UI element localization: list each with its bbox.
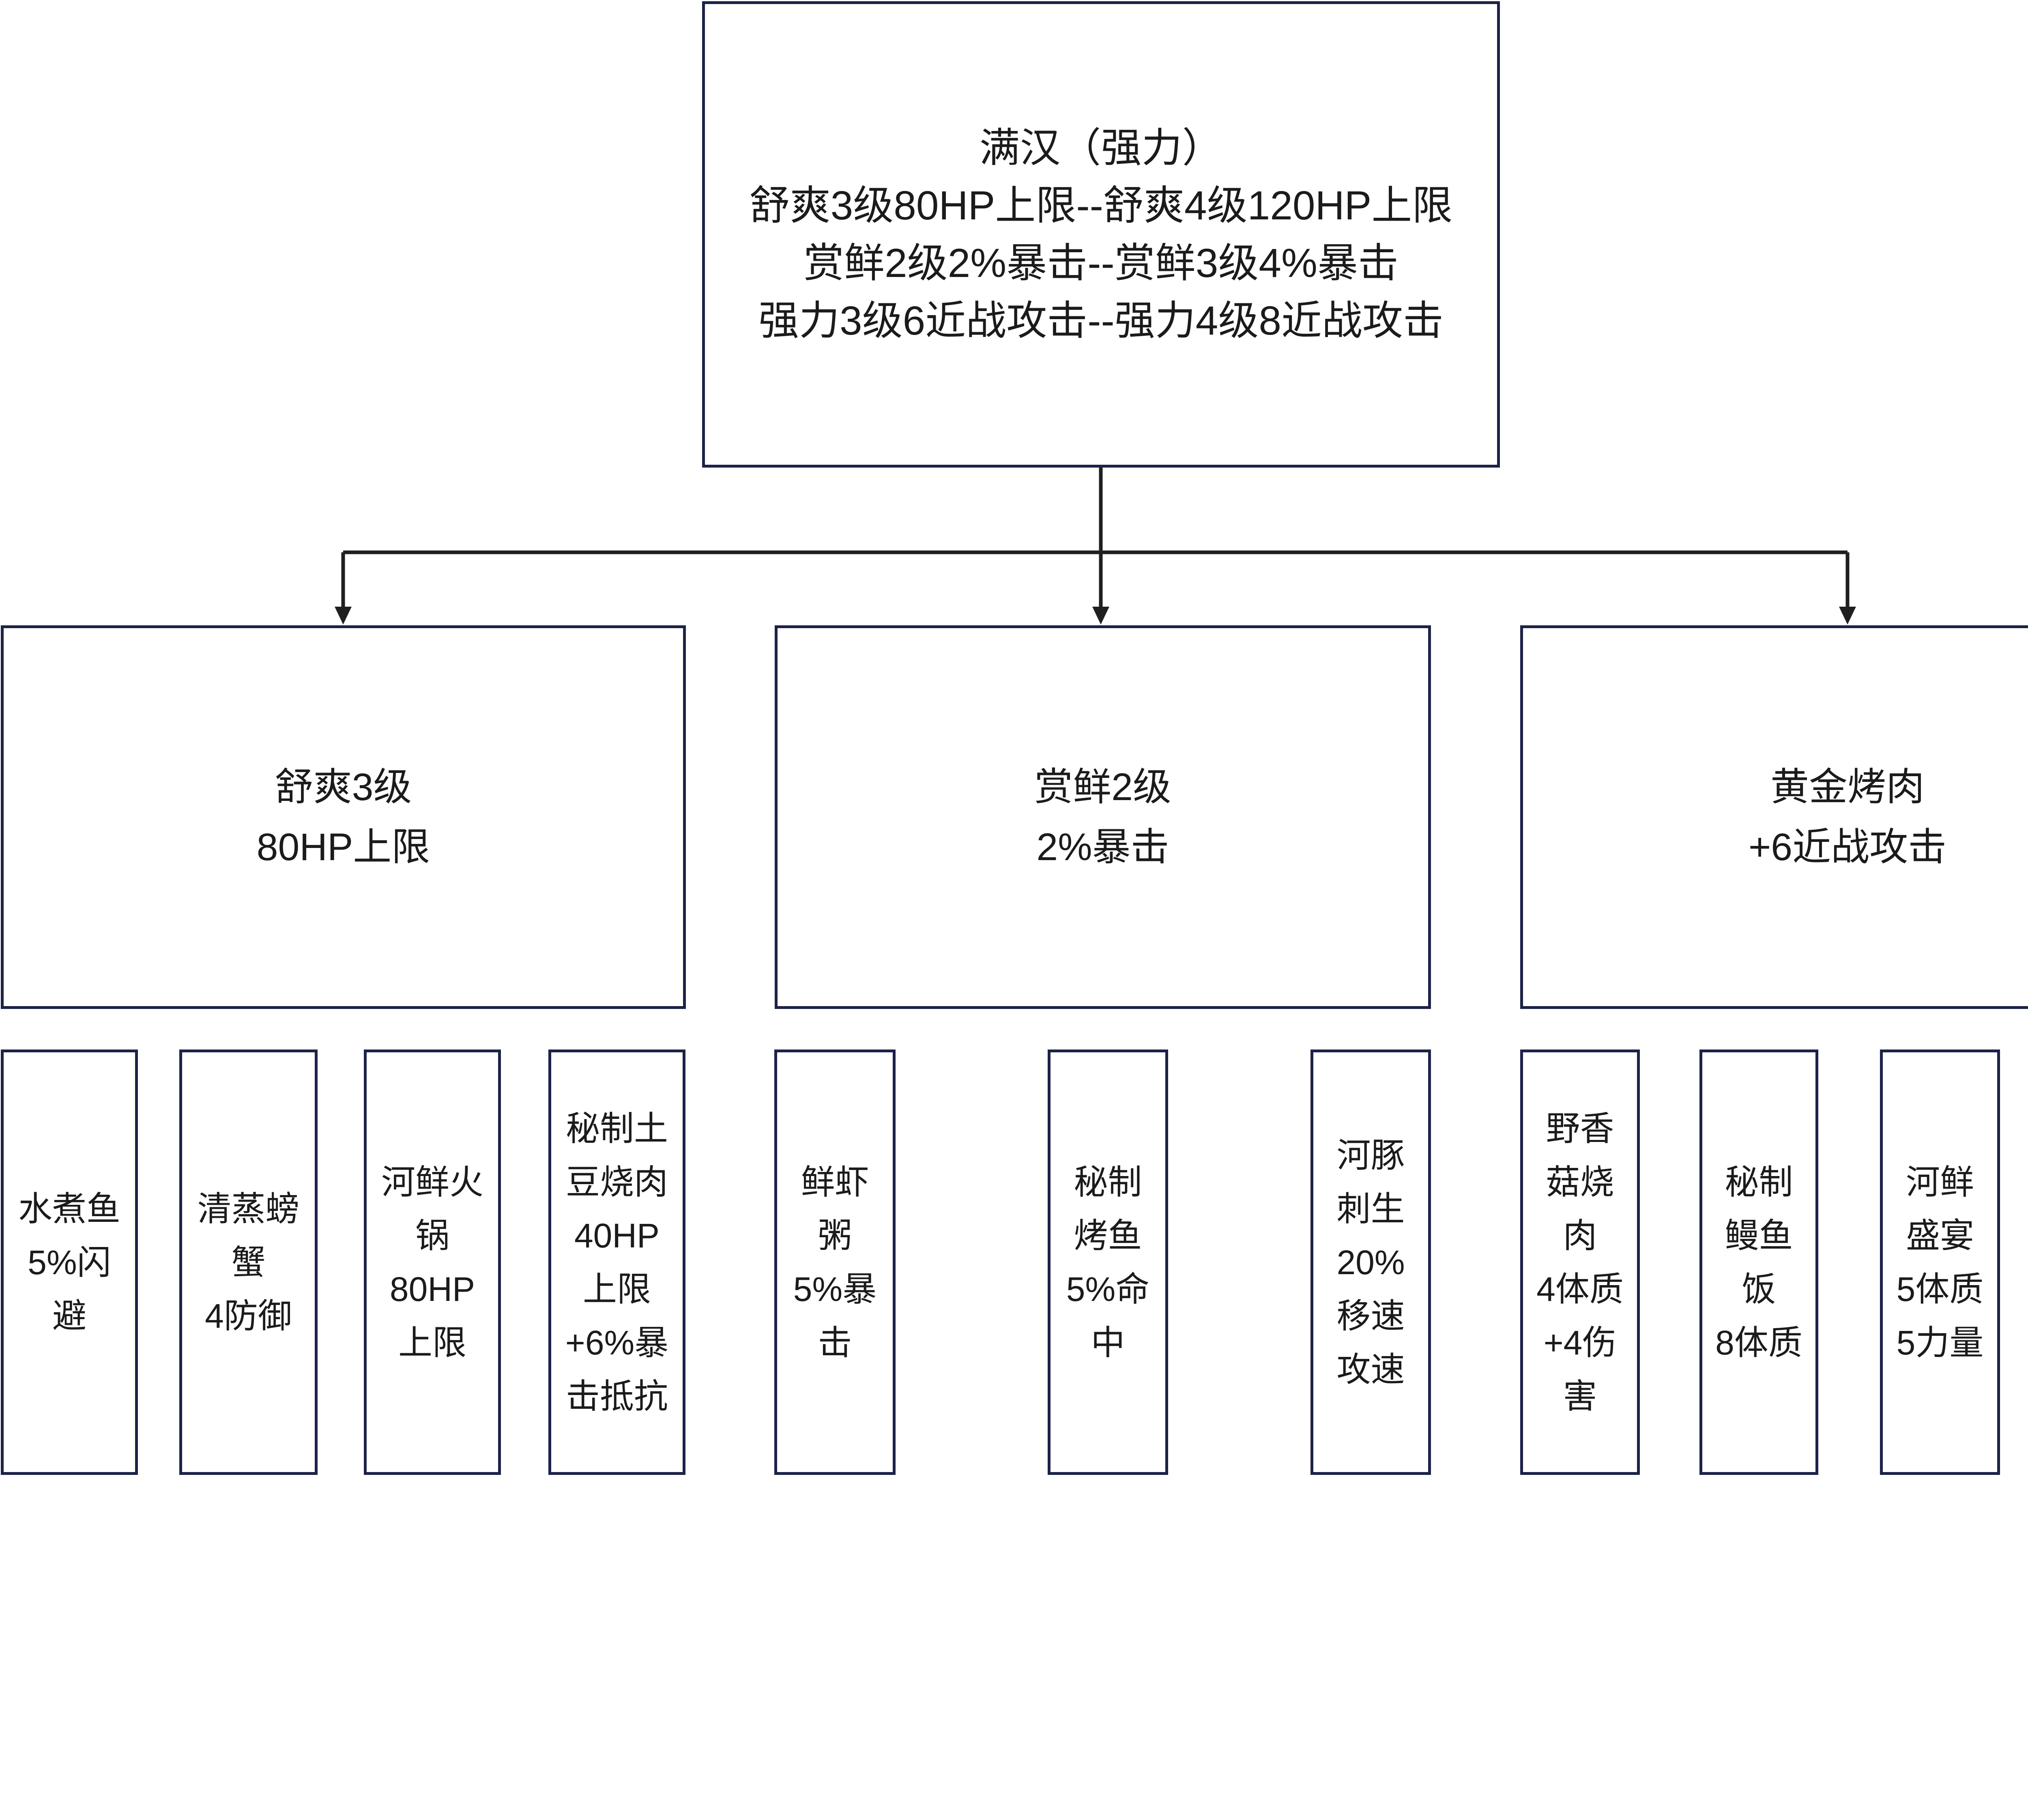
node-leaf-yexianggushaorou: 野香 菇烧 肉 4体质 +4伤 害	[1520, 1050, 1640, 1475]
node-branch-shangxian: 赏鲜2级 2%暴击	[775, 625, 1431, 1009]
node-leaf-text: 野香 菇烧 肉 4体质 +4伤 害	[1536, 1109, 1624, 1415]
node-leaf-text: 秘制土 豆烧肉 40HP 上限 +6%暴 击抵抗	[565, 1109, 669, 1415]
node-leaf-text: 清蒸螃 蟹 4防御	[197, 1189, 300, 1335]
node-root: 满汉（强力） 舒爽3级80HP上限--舒爽4级120HP上限 赏鲜2级2%暴击-…	[702, 1, 1500, 468]
node-root-text: 满汉（强力） 舒爽3级80HP上限--舒爽4级120HP上限 赏鲜2级2%暴击-…	[749, 125, 1453, 343]
arrowhead-right-icon	[1839, 607, 1856, 625]
node-leaf-text: 河鲜火 锅 80HP 上限	[381, 1163, 483, 1362]
node-leaf-text: 秘制 烤鱼 5%命 中	[1066, 1163, 1150, 1362]
node-leaf-mizhikaoyu: 秘制 烤鱼 5%命 中	[1048, 1050, 1168, 1475]
node-branch-text: 黄金烤肉 +6近战攻击	[1748, 766, 1947, 869]
node-branch-shushuang: 舒爽3级 80HP上限	[1, 625, 686, 1009]
node-leaf-hexianshengyan: 河鲜 盛宴 5体质 5力量	[1880, 1050, 2000, 1475]
node-leaf-mizhimanyufan: 秘制 鳗鱼 饭 8体质	[1699, 1050, 1818, 1475]
node-leaf-shuizhuyu: 水煮鱼 5%闪 避	[1, 1050, 138, 1475]
node-branch-text: 舒爽3级 80HP上限	[256, 766, 430, 869]
node-leaf-text: 河豚 刺生 20% 移速 攻速	[1336, 1136, 1405, 1389]
node-leaf-text: 河鲜 盛宴 5体质 5力量	[1896, 1163, 1984, 1362]
node-leaf-xianxiazhou: 鲜虾 粥 5%暴 击	[774, 1050, 896, 1475]
node-leaf-hetuncisheng: 河豚 刺生 20% 移速 攻速	[1310, 1050, 1431, 1475]
arrowhead-middle-icon	[1092, 607, 1109, 625]
node-leaf-qingzhengpangxie: 清蒸螃 蟹 4防御	[179, 1050, 318, 1475]
node-leaf-text: 秘制 鳗鱼 饭 8体质	[1715, 1163, 1802, 1362]
node-branch-huangjinkaorou: 黄金烤肉 +6近战攻击	[1520, 625, 2028, 1009]
node-branch-text: 赏鲜2级 2%暴击	[1034, 766, 1171, 869]
node-leaf-hexianhuoguo: 河鲜火 锅 80HP 上限	[364, 1050, 501, 1475]
node-leaf-mizhitudoushaorou: 秘制土 豆烧肉 40HP 上限 +6%暴 击抵抗	[548, 1050, 685, 1475]
arrowhead-left-icon	[335, 607, 352, 625]
node-leaf-text: 水煮鱼 5%闪 避	[18, 1189, 120, 1335]
node-leaf-text: 鲜虾 粥 5%暴 击	[793, 1163, 877, 1362]
